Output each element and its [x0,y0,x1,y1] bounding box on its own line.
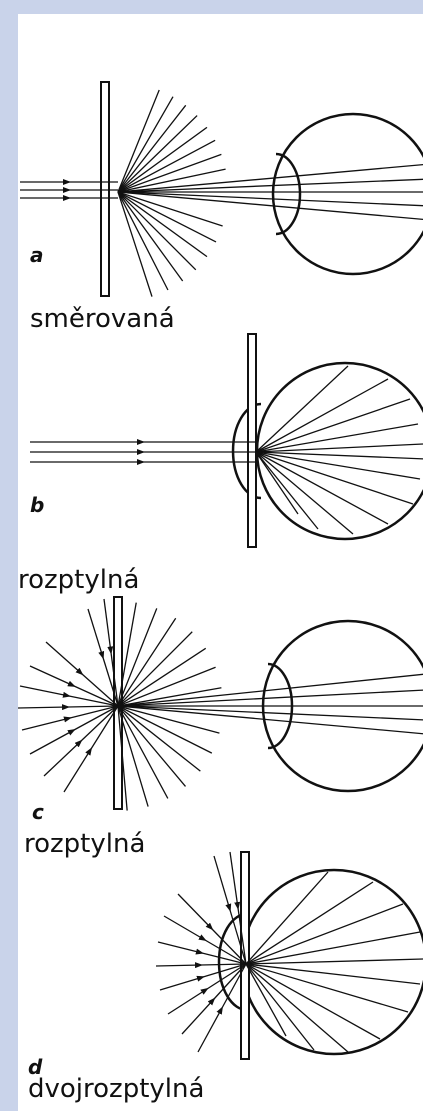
eye-ray-a-1 [118,179,423,192]
scatter-ray-a-down-5 [118,192,168,290]
panel-a: a [20,82,423,297]
rays-b [30,366,423,534]
scatter-ray-d-0 [246,872,328,964]
incoming-ray-d-2 [158,942,246,964]
scatter-ray-b-2 [256,399,410,452]
eye-ray-c-0 [118,674,423,706]
scatter-ray-c-up-2 [118,618,176,706]
incoming-ray-c-3 [18,706,118,708]
rays-c [18,599,423,811]
scatter-ray-a-down-2 [118,192,207,257]
scatter-ray-a-down-6 [118,192,152,297]
scatter-ray-c-up-5 [118,667,216,706]
caption-d: dvojrozptylná [28,1076,204,1102]
scatter-ray-c-down-3 [118,706,185,786]
scatter-ray-c-down-2 [118,706,200,771]
scatter-ray-d-6 [246,964,408,1012]
caption-a: směrovaná [30,306,175,332]
plate-a [101,82,109,296]
incoming-ray-d-3 [156,964,246,966]
scatter-ray-c-up-4 [118,648,206,706]
diagram-panel: a b c [18,14,423,1111]
incoming-ray-c-2 [20,686,118,706]
panel-letter-c: c [32,800,44,824]
panel-b: b [30,334,423,547]
scatter-ray-a-up-3 [118,116,197,192]
scatter-ray-d-8 [246,964,348,1052]
panel-letter-b: b [30,493,44,517]
eye-a [273,114,423,274]
plate-b [248,334,256,547]
caption-b: rozptylná [18,567,139,593]
light-scatter-diagram: a b c [18,14,423,1111]
eye-ray-c-4 [118,706,423,734]
panel-c: c [18,597,423,824]
eye-ray-a-3 [118,192,423,206]
scatter-ray-b-9 [256,452,353,534]
panel-letter-a: a [30,243,44,267]
incoming-ray-c-1 [30,666,118,706]
scatter-ray-a-down-3 [118,192,196,270]
scatter-ray-a-down-4 [118,192,183,281]
scatter-ray-b-7 [256,452,413,504]
rays-a [20,90,423,297]
incoming-ray-c-0 [46,642,118,706]
incoming-ray-d-4 [160,964,246,990]
panel-d: d [28,852,423,1079]
incoming-ray-c-4 [22,706,118,730]
scatter-ray-d-5 [246,964,420,984]
scatter-ray-c-up-1 [118,608,157,706]
caption-c: rozptylná [24,831,145,857]
